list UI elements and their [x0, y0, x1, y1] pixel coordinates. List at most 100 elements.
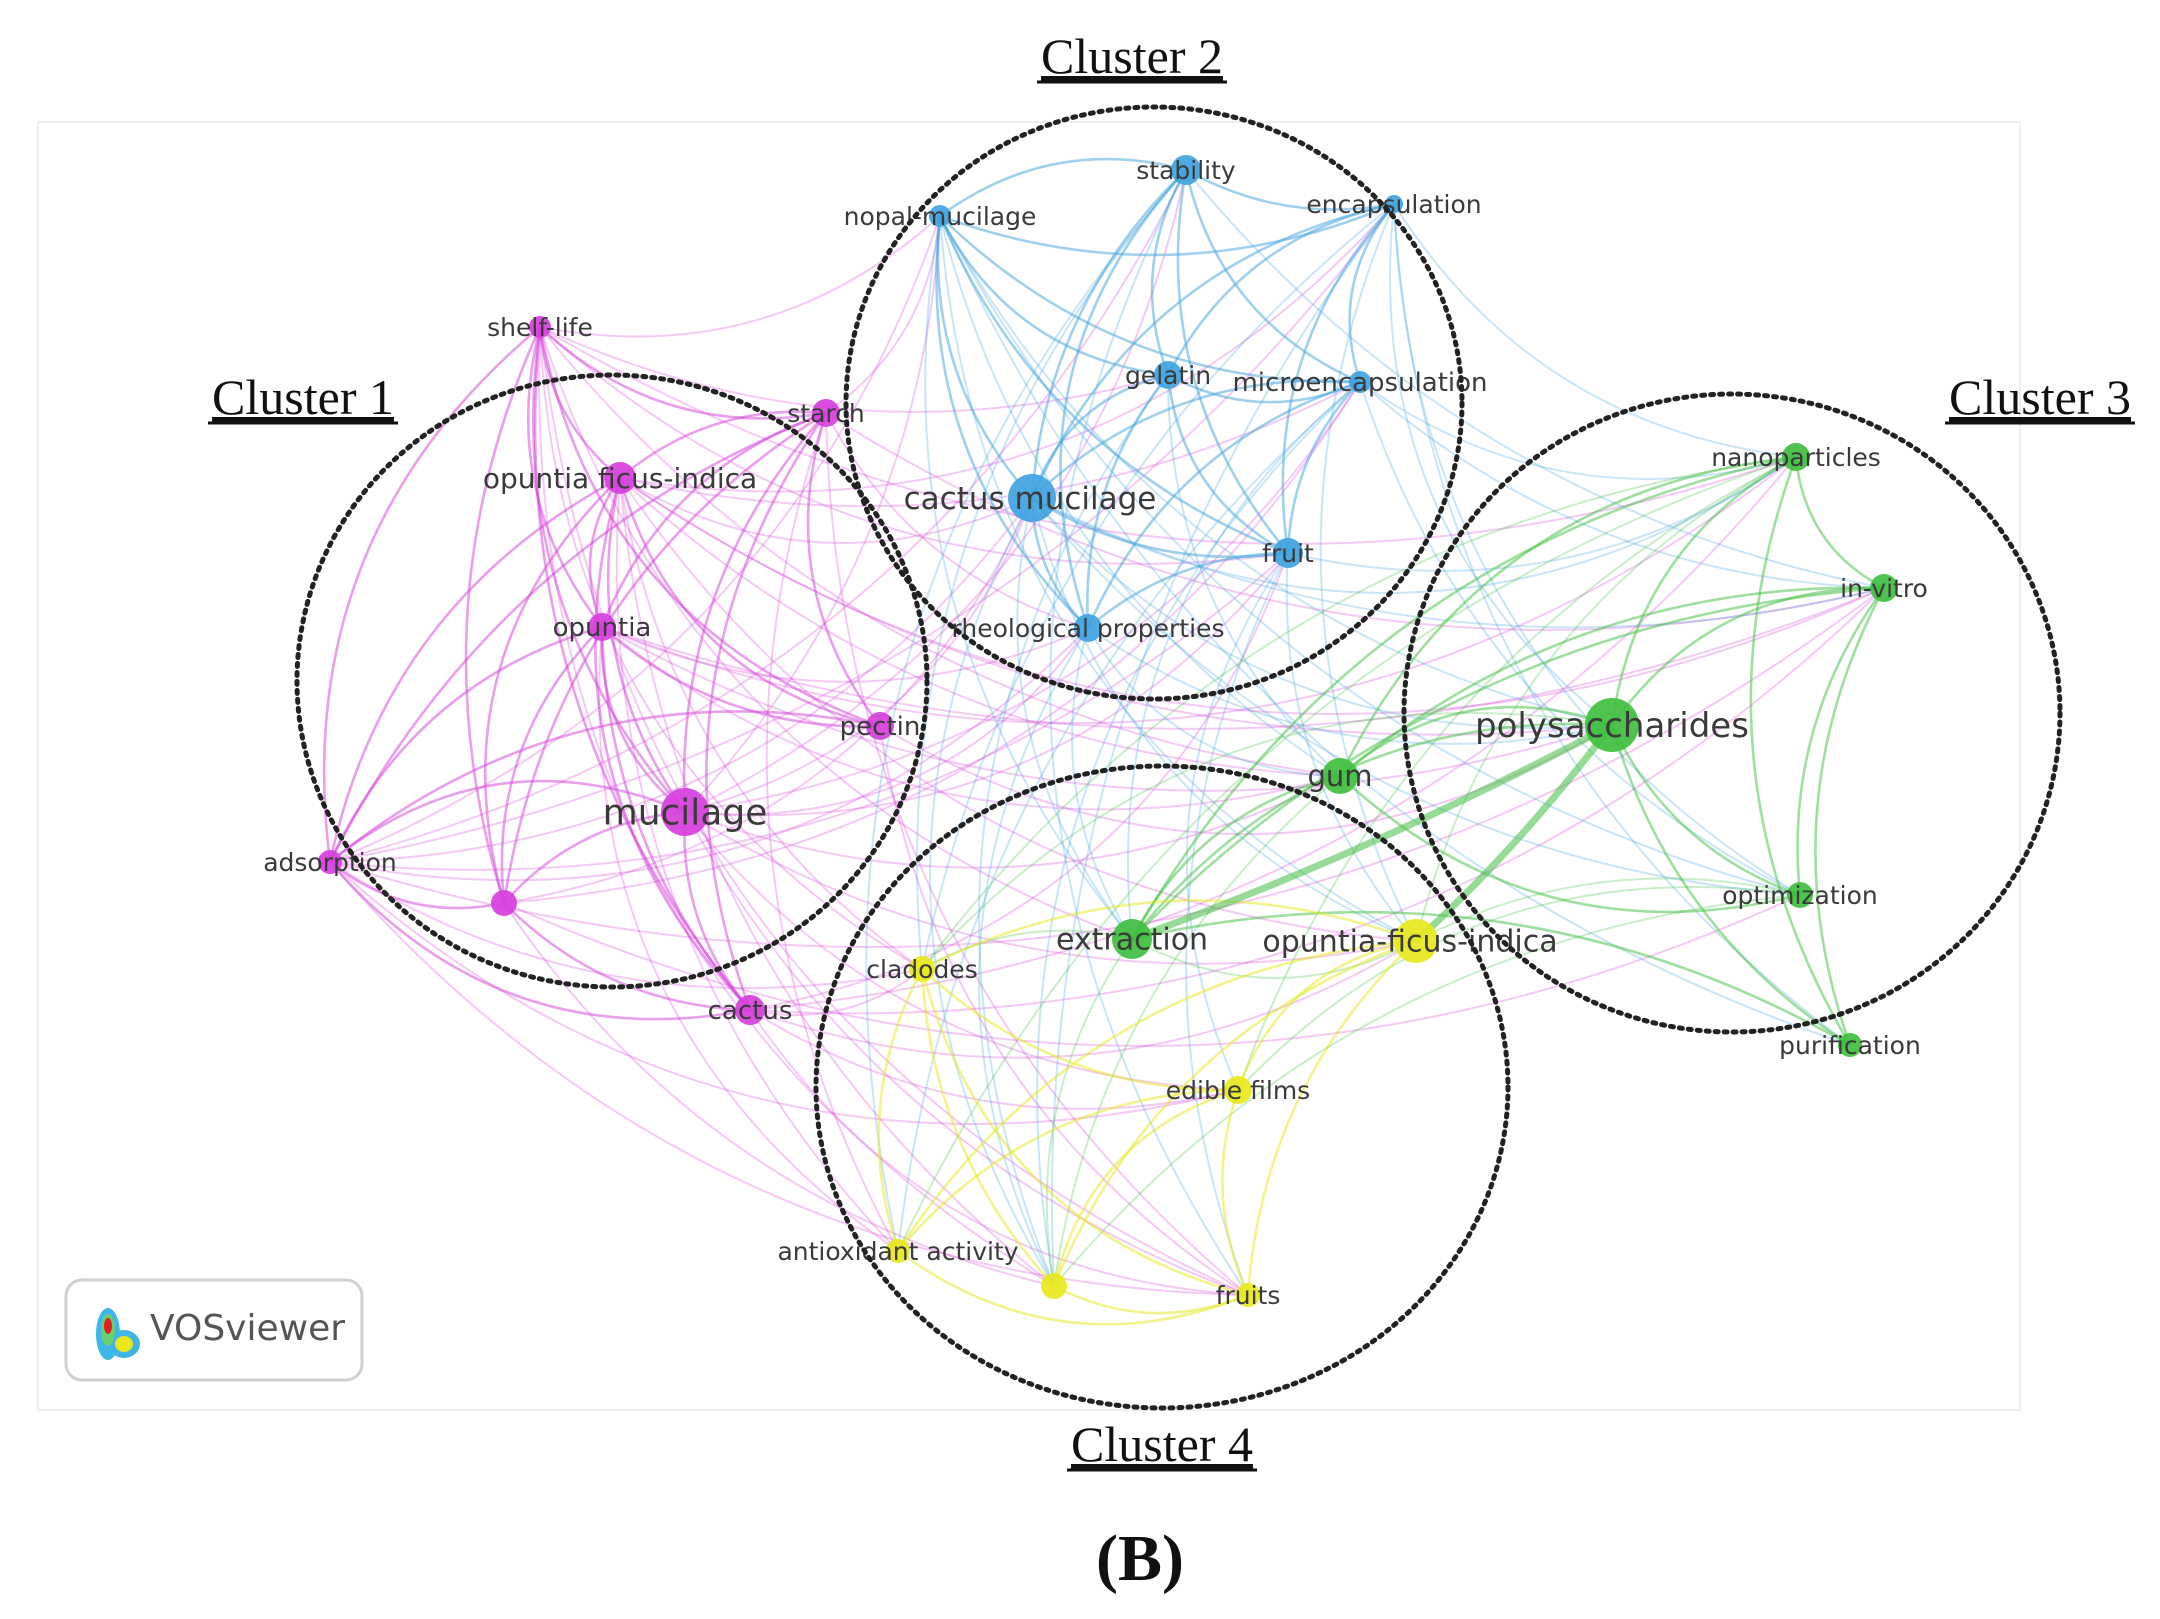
edge-nopal-mucilage-optimization — [939, 215, 1801, 896]
edge-shelf-life-nanoparticles — [539, 326, 1797, 545]
edge-microencapsulation-rheological-properties — [1086, 380, 1361, 629]
edge-encapsulation-optimization — [1393, 203, 1801, 896]
edge-cactus-fruits — [749, 1009, 1249, 1296]
edge-shelf-life-fruits — [539, 326, 1249, 1296]
edge-nanoparticles-polysaccharides — [1610, 455, 1797, 726]
edge-mucilage-adsorption — [329, 779, 686, 864]
node-extraction[interactable] — [1112, 919, 1152, 959]
edge-cladodes-edible-films — [921, 968, 1239, 1092]
node-mucilage[interactable] — [661, 788, 709, 836]
node-label-gelatin: gelatin — [1125, 361, 1211, 390]
edge-polysaccharides-purification — [1610, 724, 1851, 1047]
edge-encapsulation-cactus-mucilage — [1030, 202, 1395, 499]
edge-pectin-fruits — [879, 725, 1249, 1296]
edge-starch-opuntia-ficus-indica-1 — [619, 410, 827, 479]
edge-shelf-life-opuntia — [527, 326, 604, 628]
edge-microencapsulation-antioxidant-activity — [897, 381, 1361, 1252]
network-frame — [37, 121, 2021, 1411]
node-label-nanoparticles: nanoparticles — [1711, 443, 1881, 472]
node-optimization[interactable] — [1787, 882, 1813, 908]
node-label-microencapsulation: microencapsulation — [1232, 368, 1487, 398]
edge-cactus-opuntia-ficus-indica-4 — [749, 940, 1417, 1059]
node-in-vitro[interactable] — [1870, 574, 1898, 602]
vosviewer-logo: VOSviewer — [64, 1278, 364, 1382]
edge-shelf-life-pectin — [538, 326, 881, 728]
node-polysaccharides[interactable] — [1585, 698, 1639, 752]
edge-starch-mucilage — [682, 412, 827, 813]
node-fruit[interactable] — [1273, 538, 1303, 568]
node-gum[interactable] — [1322, 758, 1358, 794]
node-label-pectin: pectin — [840, 712, 921, 742]
edge-shelf-life-unlabeled-4 — [538, 326, 1055, 1287]
node-label-stability: stability — [1136, 156, 1236, 185]
edge-opuntia-in-vitro — [601, 587, 1885, 730]
edge-cactus-mucilage-optimization — [1031, 497, 1801, 896]
node-unlabeled-1[interactable] — [491, 890, 517, 916]
edge-adsorption-unlabeled-1 — [329, 860, 505, 910]
node-label-polysaccharides: polysaccharides — [1475, 706, 1749, 746]
edge-starch-cactus — [705, 412, 828, 1011]
edge-optimization-edible-films — [1237, 886, 1801, 1091]
edge-opuntia-ficus-indica-1-unlabeled-4 — [619, 477, 1055, 1287]
edge-nopal-mucilage-purification — [939, 215, 1851, 1046]
node-gelatin[interactable] — [1154, 361, 1182, 389]
edges-layer — [322, 157, 1886, 1326]
node-pectin[interactable] — [866, 712, 894, 740]
node-cactus[interactable] — [735, 995, 765, 1025]
edge-microencapsulation-optimization — [1359, 381, 1801, 896]
edge-cladodes-unlabeled-4 — [920, 968, 1055, 1287]
node-unlabeled-4[interactable] — [1041, 1273, 1067, 1299]
edge-opuntia-adsorption — [328, 625, 603, 863]
edge-encapsulation-fruit — [1281, 203, 1395, 554]
edge-stability-cactus-mucilage — [1030, 169, 1187, 499]
edge-extraction-opuntia-ficus-indica-4 — [1131, 938, 1417, 980]
node-label-nopal-mucilage: nopal-mucilage — [844, 202, 1037, 231]
edge-purification-extraction — [1131, 910, 1851, 1047]
edge-unlabeled-1-cactus — [503, 902, 751, 1012]
edge-mucilage-cactus — [683, 811, 751, 1011]
node-nanoparticles[interactable] — [1782, 443, 1810, 471]
edge-unlabeled-1-cactus-mucilage — [503, 497, 1033, 904]
edge-opuntia-ficus-indica-4-cladodes — [921, 899, 1417, 971]
node-cactus-mucilage[interactable] — [1008, 474, 1056, 522]
edge-edible-films-fruits — [1221, 1089, 1250, 1296]
node-opuntia-ficus-indica-1[interactable] — [604, 462, 636, 494]
node-label-starch: starch — [787, 399, 864, 428]
edge-stability-cladodes — [916, 169, 1187, 970]
edge-shelf-life-cladodes — [539, 326, 923, 970]
edge-edible-films-unlabeled-4 — [1052, 1088, 1239, 1287]
edge-polysaccharides-gum — [1339, 705, 1613, 777]
node-purification[interactable] — [1838, 1033, 1862, 1057]
edge-nopal-mucilage-extraction — [924, 215, 1133, 940]
node-opuntia-ficus-indica-4[interactable] — [1394, 919, 1438, 963]
edge-stability-nopal-mucilage — [939, 157, 1187, 218]
node-starch[interactable] — [812, 399, 840, 427]
edge-rheological-properties-extraction — [1071, 627, 1133, 940]
edge-strong-extraction-polysaccharides — [1130, 721, 1614, 943]
node-stability[interactable] — [1171, 155, 1201, 185]
node-microencapsulation[interactable] — [1349, 371, 1371, 393]
node-shelf-life[interactable] — [529, 316, 551, 338]
node-label-cactus: cactus — [708, 996, 793, 1026]
node-cladodes[interactable] — [909, 956, 935, 982]
edge-in-vitro-polysaccharides — [1610, 586, 1885, 726]
node-nopal-mucilage[interactable] — [929, 205, 951, 227]
edge-opuntia-ficus-indica-1-in-vitro — [619, 477, 1885, 716]
node-antioxidant-activity[interactable] — [886, 1239, 910, 1263]
node-fruits[interactable] — [1236, 1283, 1260, 1307]
node-adsorption[interactable] — [318, 850, 342, 874]
node-label-in-vitro: in-vitro — [1840, 574, 1928, 603]
node-opuntia[interactable] — [588, 613, 616, 641]
edge-shelf-life-mucilage — [531, 326, 686, 813]
cluster-4-label: Cluster 4 — [1071, 1416, 1253, 1472]
edge-gum-optimization — [1339, 775, 1801, 914]
edge-fruit-opuntia-ficus-indica-4 — [1285, 552, 1417, 942]
node-rheological-properties[interactable] — [1074, 614, 1102, 642]
edge-encapsulation-cladodes — [921, 203, 1395, 970]
edge-stability-microencapsulation — [1184, 169, 1361, 384]
edge-nanoparticles-purification — [1749, 456, 1852, 1046]
vosviewer-heatmap-icon — [96, 1308, 140, 1360]
edge-opuntia-ficus-indica-1-adsorption — [328, 476, 621, 863]
edge-cactus-fruit — [749, 552, 1289, 1011]
node-edible-films[interactable] — [1224, 1076, 1252, 1104]
